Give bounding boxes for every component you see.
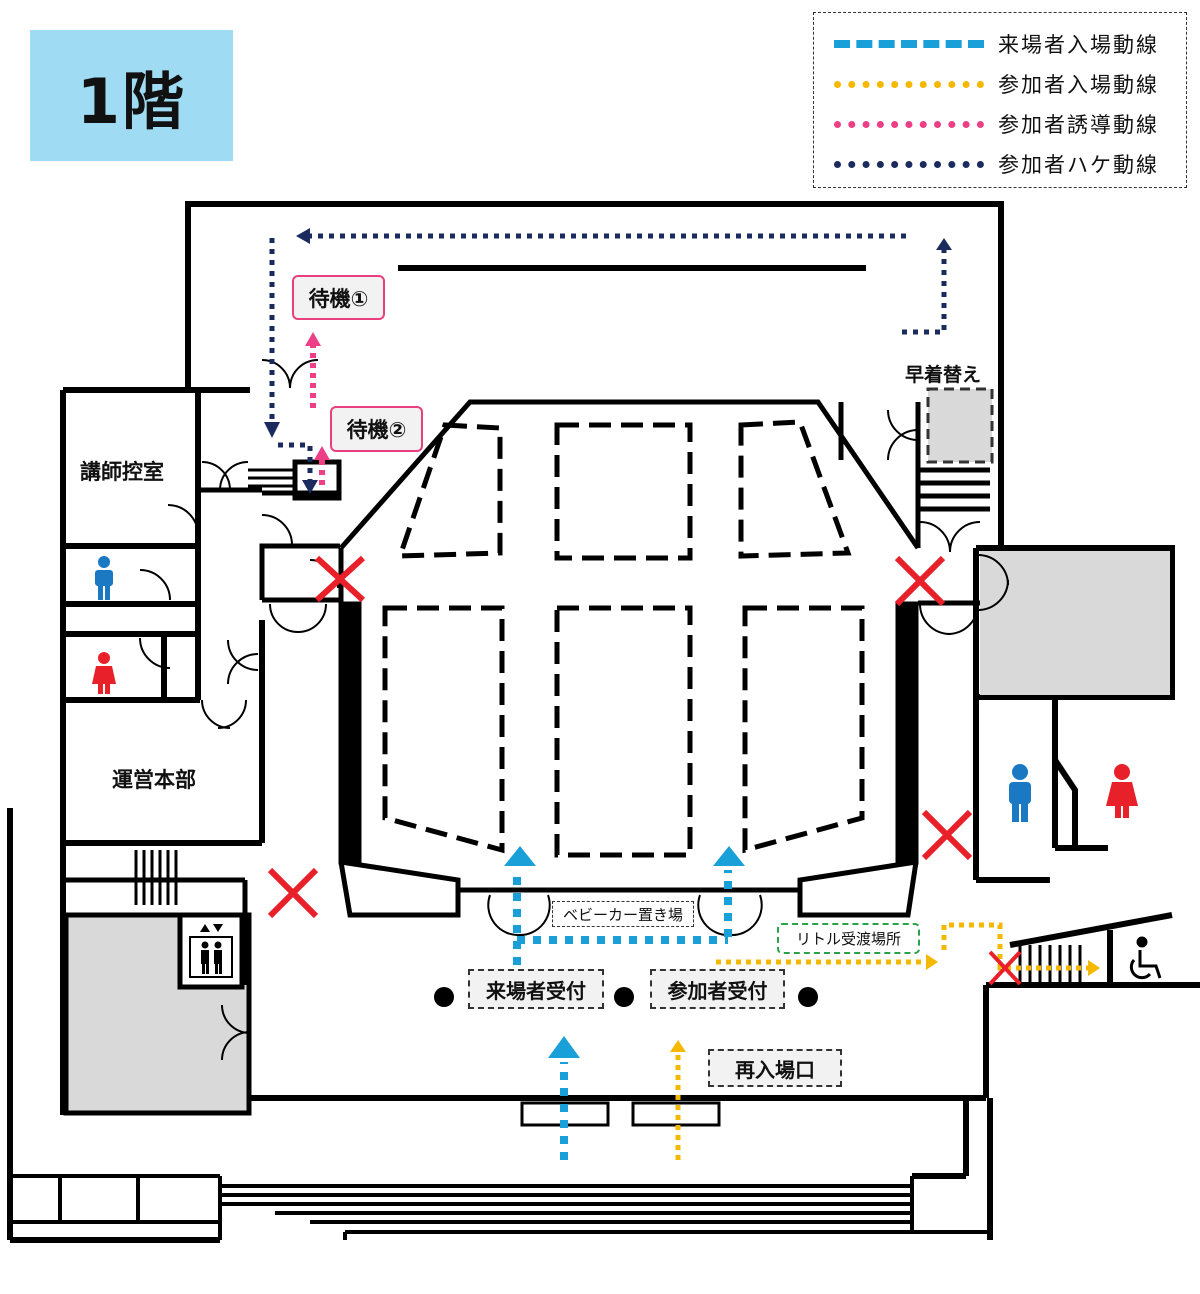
flow-participant-exit-heads [264, 228, 952, 494]
seating-blocks [382, 419, 865, 858]
room-early-change: 早着替え [905, 364, 982, 386]
entrance-stairs [10, 1098, 990, 1240]
legend-item-participant-exit: 参加者ハケ動線 [834, 149, 1174, 179]
reentry-gate: 再入場口 [708, 1049, 842, 1087]
flow-participant-entry [675, 922, 1090, 1160]
woman-icon [1106, 764, 1138, 818]
little-handover-area: リトル受渡場所 [777, 923, 920, 954]
stroller-area: ベビーカー置き場 [552, 901, 694, 927]
legend: 来場者入場動線 参加者入場動線 参加者誘導動線 参加者ハケ動線 [813, 12, 1187, 188]
flow-visitor-entry [513, 870, 732, 1160]
flow-participant-guide [310, 343, 325, 490]
visitor-reception: 来場者受付 [468, 969, 604, 1009]
no-entry-icons [267, 555, 1022, 986]
wheelchair-icon [1129, 936, 1162, 980]
right-stairs [1018, 945, 1082, 982]
left-stairs [63, 468, 295, 985]
man-icon [95, 556, 113, 600]
room-operations-hq: 運営本部 [112, 768, 196, 792]
reception-posts [434, 987, 818, 1007]
flow-participant-guide-heads [305, 332, 330, 460]
room-lecturer: 講師控室 [80, 460, 164, 484]
waiting-area-1: 待機① [292, 275, 385, 320]
flow-visitor-entry-heads [504, 846, 745, 1058]
building-walls [7, 201, 1200, 1243]
legend-item-participant-entry: 参加者入場動線 [834, 69, 1174, 99]
participant-reception: 参加者受付 [650, 969, 785, 1009]
flow-participant-entry-heads [670, 954, 1100, 1052]
dash-line-icon [834, 40, 984, 48]
dot-line-icon [834, 120, 984, 128]
elevator-icon [177, 912, 245, 990]
dot-line-icon [834, 80, 984, 88]
legend-item-visitor-entry: 来場者入場動線 [834, 29, 1174, 59]
dot-line-icon [834, 160, 984, 168]
man-icon [1009, 764, 1031, 822]
legend-item-participant-guide: 参加者誘導動線 [834, 109, 1174, 139]
waiting-area-2: 待機② [330, 406, 423, 452]
hall-shape [200, 265, 990, 918]
floor-title: 1階 [30, 30, 233, 161]
woman-icon [92, 652, 116, 694]
flow-participant-exit [269, 233, 947, 485]
doors [139, 359, 1009, 1061]
